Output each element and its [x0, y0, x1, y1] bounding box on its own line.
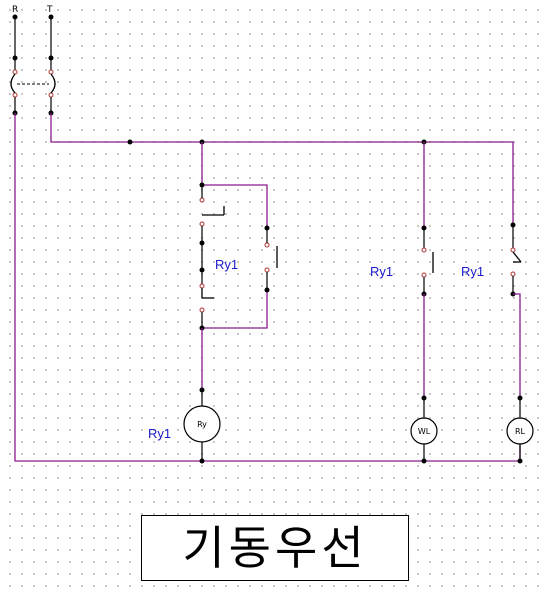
t-bus: [50, 113, 514, 225]
terminal-r-label: R: [12, 5, 18, 15]
self-hold-relay-label: Ry1: [215, 257, 238, 272]
r-top-node: [12, 14, 18, 20]
lamp-rl: [506, 417, 534, 445]
lamp-wl: [410, 417, 438, 445]
lamp-wl-label: WL: [418, 427, 431, 436]
relay-coil: [183, 405, 221, 443]
wl-branch: [421, 142, 434, 464]
coil-relay-label: Ry1: [148, 426, 171, 441]
coil-branch: [199, 142, 278, 464]
relay-coil-label: Ry: [197, 420, 207, 429]
diagram-title: 기동우선: [182, 521, 368, 575]
bus-node-1: [127, 139, 133, 145]
wl-relay-label: Ry1: [370, 264, 393, 279]
lamp-rl-label: RL: [515, 427, 526, 436]
t-node: [48, 55, 54, 61]
breaker-switch: [10, 69, 56, 116]
t-top-node: [48, 14, 54, 20]
terminal-t-label: T: [46, 5, 53, 15]
title-box: 기동우선: [141, 515, 409, 581]
r-node: [12, 55, 18, 61]
rl-relay-label: Ry1: [461, 264, 484, 279]
rl-branch: [510, 225, 523, 464]
